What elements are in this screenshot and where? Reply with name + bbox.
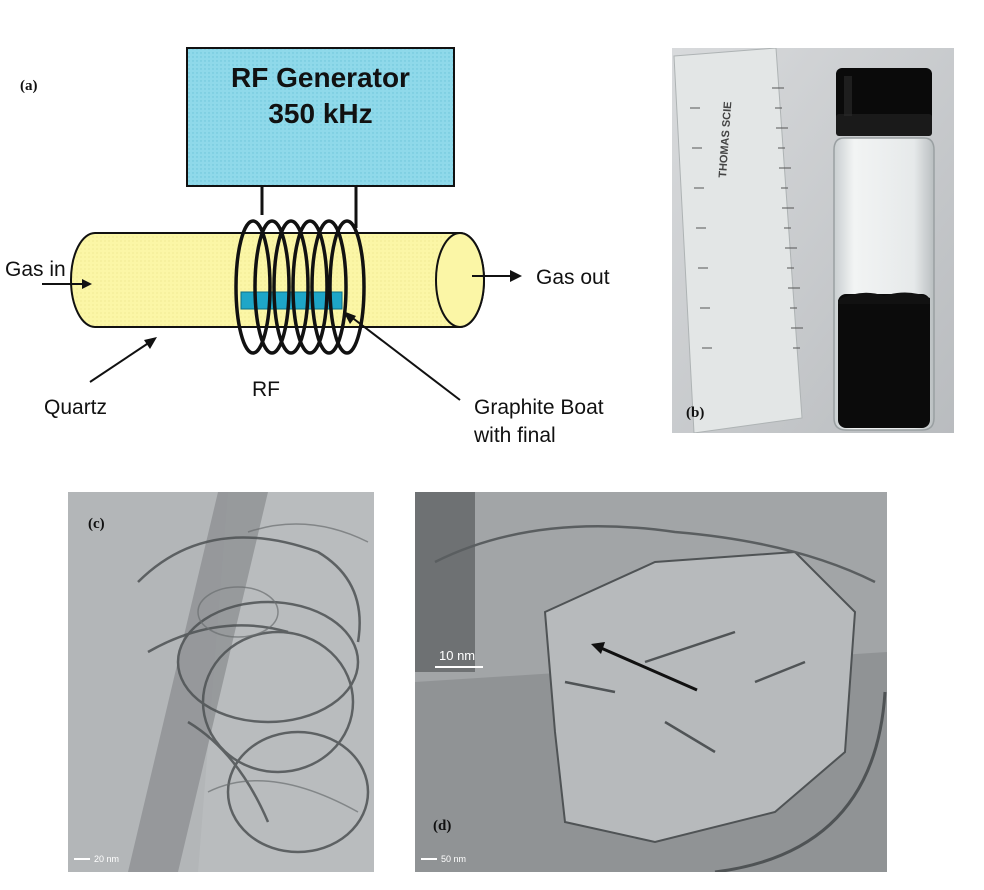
rf-generator-box [186,47,455,187]
panel-d-tem-image: 10 nm (d) 50 nm [415,492,887,872]
panel-c-scale-bar: 20 nm [74,854,119,864]
panel-b-photo: THOMAS SCIE (b) [672,48,954,433]
rf-furnace-diagram [42,47,522,401]
graphene-sheet-edges [137,536,370,854]
graphite-boat-label-line2: with final [474,424,556,447]
generator-label: RF Generator 350 kHz [187,60,454,132]
panel-c-scale-bar-line [74,858,90,860]
panel-a-label: (a) [20,78,38,94]
quartz-label: Quartz [44,396,108,419]
quartz-pointer-arrow [89,337,157,383]
ruler-ticks [690,87,803,349]
panel-d-inset-scale-bar-text: 10 nm [439,648,476,663]
tem-image-d-drawing [415,492,887,872]
panel-d-scale-bar-text: 50 nm [441,854,467,864]
graphene-flake [543,550,857,844]
panel-a-schematic: (a) [0,0,660,460]
panel-c-tem-image: (c) 20 nm [68,492,374,872]
gas-in-arrow [42,279,92,289]
graphite-boat-label-line1: Graphite Boat [474,396,604,419]
panel-d-label: (d) [433,818,452,834]
generator-label-line1: RF Generator [231,62,410,93]
gas-in-label: Gas in [5,258,66,281]
panel-c-label: (c) [88,516,105,532]
panel-d-scale-bar-line [421,858,437,860]
ruler [673,48,803,433]
graphite-boat-label: Graphite Boat with final [474,394,604,450]
boat-pointer-arrow [343,311,461,401]
ruler-brand-text: THOMAS SCIE [717,101,734,178]
gas-out-label: Gas out [536,266,610,289]
vial-black-powder [838,294,930,428]
panel-d-pointer-arrow [591,642,698,692]
tem-image-c-drawing [68,492,374,872]
panel-d-scale-bar: 50 nm [421,854,466,864]
panel-b-label: (b) [686,405,705,421]
generator-label-line2: 350 kHz [268,98,373,129]
gas-out-arrow [472,270,522,282]
vial-cap [836,68,932,124]
vial-photo-drawing: THOMAS SCIE [672,48,954,433]
rf-coil [234,219,366,355]
holey-carbon-edge [714,691,887,872]
rf-label: RF [252,378,280,401]
quartz-tube-end [435,232,485,328]
panel-c-scale-bar-text: 20 nm [94,854,120,864]
